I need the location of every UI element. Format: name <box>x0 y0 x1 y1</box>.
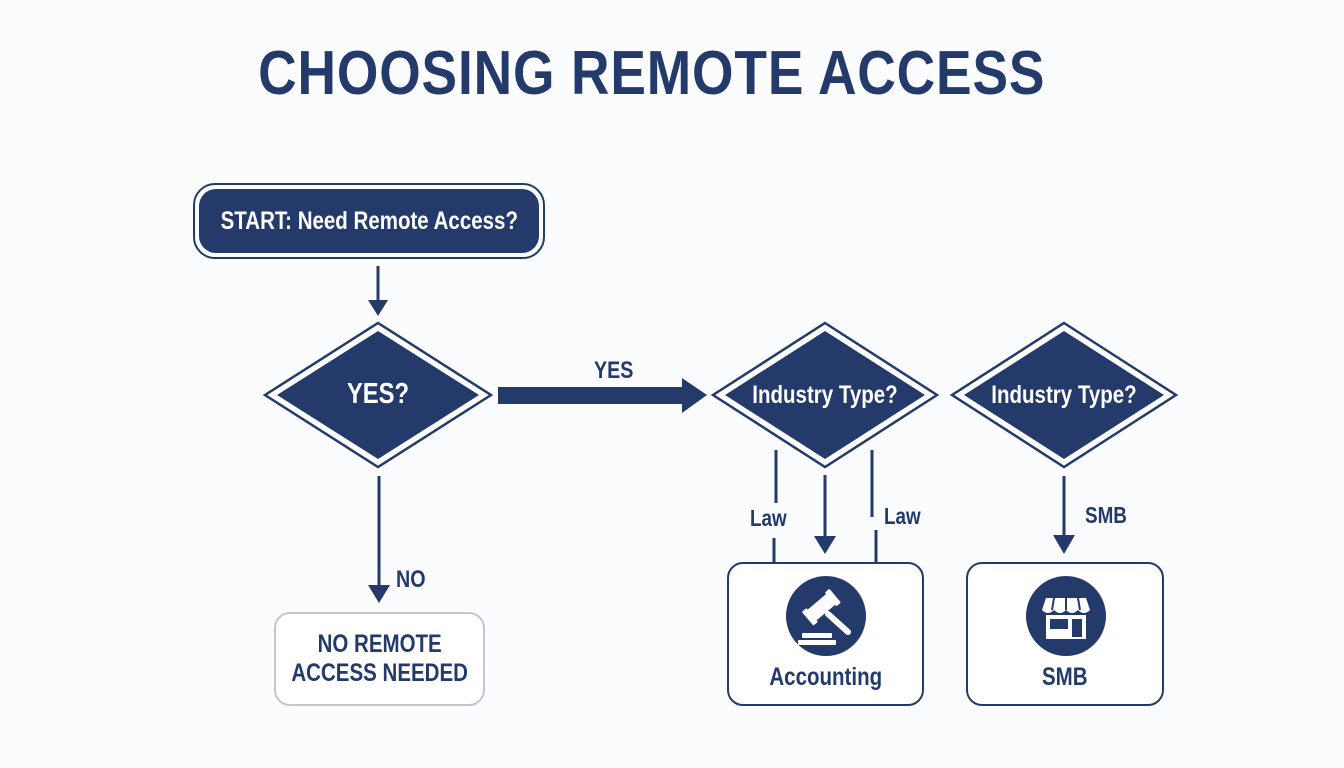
arrow-center-head <box>814 536 836 554</box>
smb-label: SMB <box>1042 663 1088 691</box>
decision-industry-2-label: Industry Type? <box>991 381 1137 409</box>
arrow-yes-shaft <box>498 387 684 404</box>
smb-node: SMB <box>966 562 1164 706</box>
decision-industry-2-fill <box>964 331 1164 459</box>
edge-label-no: NO <box>396 566 426 593</box>
edge-label-law-right: Law <box>884 503 921 529</box>
edge-label-smb: SMB <box>1085 502 1127 528</box>
arrow-smb-head <box>1053 535 1075 554</box>
arrow-no-head <box>368 585 390 603</box>
arrowhead-start <box>368 300 388 316</box>
start-node-label: START: Need Remote Access? <box>220 206 518 235</box>
page-title: CHOOSING REMOTE ACCESS <box>258 39 1046 108</box>
accounting-node: Accounting <box>727 562 924 706</box>
decision-industry-1-fill <box>725 331 925 459</box>
no-remote-line1: NO REMOTE <box>317 630 442 658</box>
arrow-yes-head <box>682 378 707 413</box>
no-remote-node: NO REMOTE ACCESS NEEDED <box>274 612 485 706</box>
accounting-label: Accounting <box>769 663 882 691</box>
decision-yes-fill <box>277 331 479 459</box>
gavel-icon <box>786 576 866 656</box>
start-node: START: Need Remote Access? <box>193 183 545 259</box>
no-remote-line2: ACCESS NEEDED <box>291 659 468 687</box>
edge-label-yes: YES <box>594 357 634 384</box>
decision-yes-label: YES? <box>346 378 410 410</box>
storefront-icon <box>1026 576 1106 656</box>
edge-label-law-left: Law <box>750 505 787 531</box>
decision-industry-1-label: Industry Type? <box>752 381 898 409</box>
